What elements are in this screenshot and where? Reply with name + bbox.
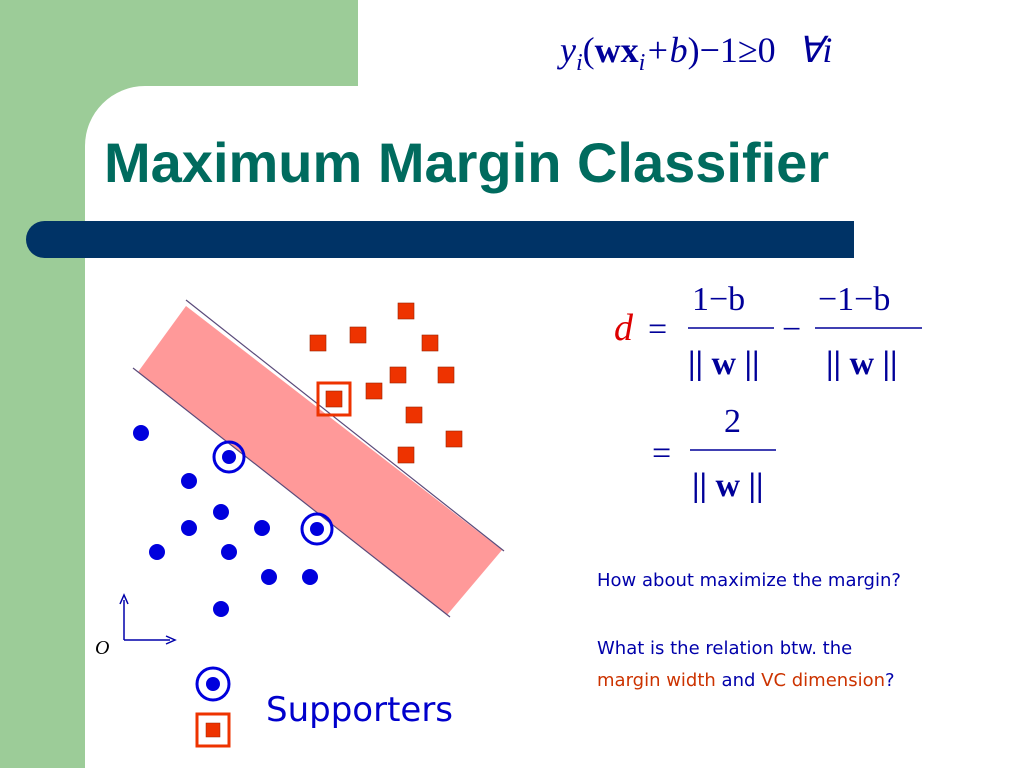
constraint-close: ) <box>688 30 700 70</box>
term-vc-dimension: VC dimension <box>761 670 885 691</box>
question-maximize-margin: How about maximize the margin? <box>597 570 901 591</box>
negative-point <box>437 366 455 384</box>
formula-d: d <box>614 307 634 349</box>
positive-supporter <box>300 512 334 546</box>
slide-title: Maximum Margin Classifier <box>104 131 830 194</box>
title-underline-bar <box>26 221 854 258</box>
negative-points <box>309 302 463 464</box>
negative-point <box>421 334 439 352</box>
formula-den3: || w || <box>692 467 764 504</box>
positive-point <box>213 504 229 520</box>
constraint-i2: i <box>639 50 646 76</box>
negative-point <box>309 334 327 352</box>
origin-label: O <box>95 637 109 659</box>
positive-points <box>133 425 334 617</box>
legend-supporters-label: Supporters <box>266 690 454 730</box>
y-axis-arrow <box>119 593 129 605</box>
positive-point <box>149 544 165 560</box>
negative-point <box>397 446 415 464</box>
legend-supporter-negative <box>195 712 231 748</box>
question-relation-line1: What is the relation btw. the <box>597 638 853 659</box>
positive-point <box>302 569 318 585</box>
formula-minus: − <box>782 311 801 348</box>
negative-margin-line <box>132 367 451 618</box>
positive-point <box>213 601 229 617</box>
question-and: and <box>715 670 762 691</box>
constraint-formula: yi(wxi+b)−1≥0∀i <box>557 30 832 76</box>
positive-point <box>181 473 197 489</box>
negative-point <box>405 406 423 424</box>
constraint-y: y <box>557 30 576 70</box>
legend-supporter-positive <box>195 666 231 702</box>
term-margin-width: margin width <box>597 670 716 691</box>
formula-num1: 1−b <box>692 281 745 318</box>
positive-point <box>221 544 237 560</box>
constraint-open: ( <box>583 30 595 70</box>
x-axis-arrow <box>165 635 177 645</box>
positive-supporter <box>212 440 246 474</box>
formula-eq2: = <box>652 435 671 472</box>
formula-den1: || w || <box>688 345 760 382</box>
constraint-rest: −1≥0 <box>700 30 776 70</box>
positive-margin-line <box>185 299 505 552</box>
formula-den2: || w || <box>826 345 898 382</box>
question-relation: What is the relation btw. the margin wid… <box>597 633 895 697</box>
formula-num2: −1−b <box>818 281 890 318</box>
constraint-wx: wx <box>595 30 639 70</box>
negative-point <box>389 366 407 384</box>
negative-point <box>397 302 415 320</box>
negative-point <box>365 382 383 400</box>
negative-point <box>349 326 367 344</box>
margin-formula: d = 1−b || w || − −1−b || w || = 2 || w … <box>614 281 922 504</box>
negative-point <box>445 430 463 448</box>
formula-num3: 2 <box>724 403 741 440</box>
negative-supporter <box>316 381 352 417</box>
positive-point <box>181 520 197 536</box>
constraint-i: i <box>576 50 583 76</box>
background-top <box>358 0 1024 86</box>
question-mark: ? <box>885 670 895 691</box>
margin-band <box>138 306 502 615</box>
constraint-plus-b: +b <box>645 30 687 70</box>
formula-eq1: = <box>648 311 667 348</box>
positive-point <box>254 520 270 536</box>
constraint-forall: ∀i <box>798 30 833 70</box>
positive-point <box>133 425 149 441</box>
positive-point <box>261 569 277 585</box>
